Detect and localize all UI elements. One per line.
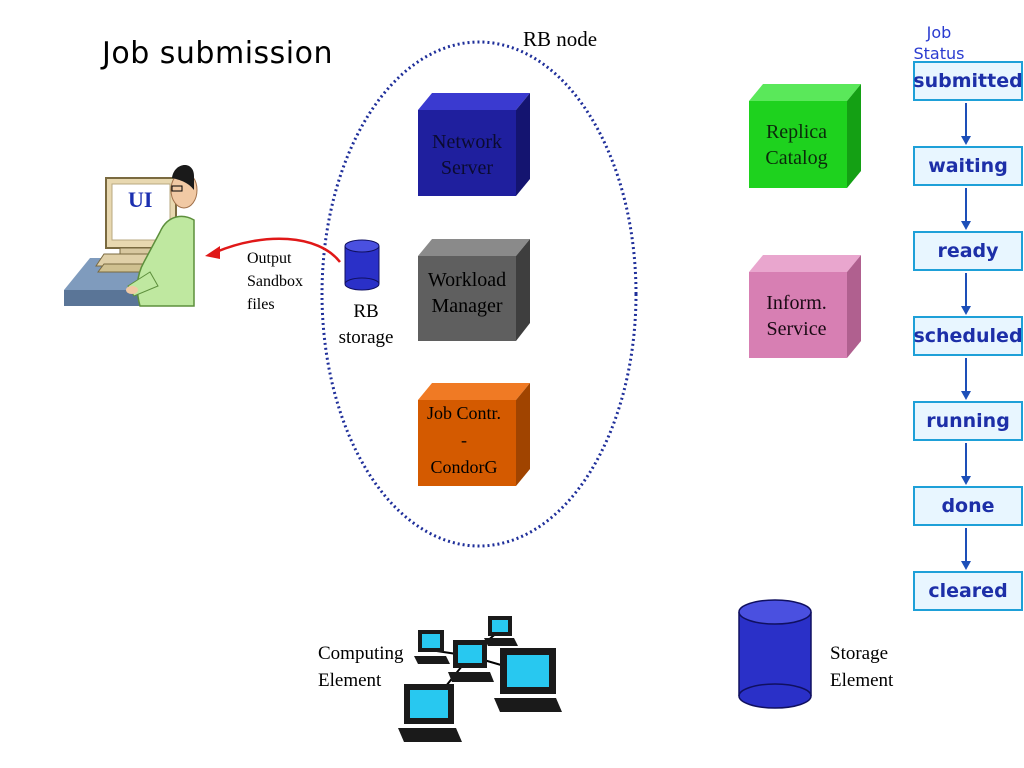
replica-catalog-label-line2: Catalog: [765, 147, 828, 169]
computing-element-label: Computing Element: [318, 640, 404, 694]
workload-manager-cube: [418, 239, 530, 341]
job-status-arrows: [961, 103, 971, 570]
job-controller-label-line1: Job Contr.: [426, 403, 501, 423]
workload-manager-label-line2: Manager: [431, 295, 503, 317]
network-server-cube: [418, 93, 530, 196]
ui-label: UI: [128, 187, 153, 212]
job-status-title-line1: Job: [926, 23, 952, 42]
job-controller-label: Job Contr. - CondorG: [412, 400, 516, 481]
job-controller-label-line3: CondorG: [430, 457, 498, 477]
replica-catalog-label-line1: Replica: [765, 121, 828, 143]
storage-element-cylinder: [738, 599, 812, 709]
information-service-label-line2: Service: [766, 318, 827, 340]
status-ready: ready: [913, 231, 1023, 271]
output-sandbox-label-line1: Output: [247, 250, 292, 267]
rb-node-label: RB node: [523, 27, 598, 51]
status-running: running: [913, 401, 1023, 441]
network-server-label-line1: Network: [432, 131, 502, 153]
replica-catalog-label: Replica Catalog: [749, 119, 844, 171]
storage-element-label: Storage Element: [830, 640, 893, 694]
information-service-label-line1: Inform.: [766, 292, 827, 314]
ui-workstation-illustration: [64, 164, 198, 307]
workload-manager-label: Workload Manager: [412, 267, 522, 319]
job-status-title-line2: Status: [913, 44, 965, 62]
status-submitted: submitted: [913, 61, 1023, 101]
computing-element-label-line1: Computing: [318, 643, 404, 664]
computing-element-label-line2: Element: [318, 670, 382, 691]
storage-element-label-line1: Storage: [830, 643, 889, 664]
output-sandbox-arrow: [205, 237, 341, 263]
replica-catalog-cube: [749, 84, 861, 188]
computing-element-network: [398, 616, 562, 742]
job-controller-label-line2: -: [461, 430, 467, 450]
storage-element-label-line2: Element: [830, 670, 894, 691]
workload-manager-label-line1: Workload: [427, 269, 507, 291]
rb-storage-cylinder: [344, 239, 380, 291]
information-service-cube: [749, 255, 861, 358]
rb-storage-label: RB storage: [326, 299, 406, 351]
status-cleared: cleared: [913, 571, 1023, 611]
network-server-label: Network Server: [418, 129, 516, 181]
output-sandbox-label: Output Sandbox files: [247, 247, 303, 316]
status-scheduled: scheduled: [913, 316, 1023, 356]
status-waiting: waiting: [913, 146, 1023, 186]
output-sandbox-label-line3: files: [247, 296, 275, 313]
rb-storage-label-line2: storage: [338, 327, 394, 348]
rb-storage-label-line1: RB: [353, 301, 379, 322]
job-status-title: Job Status: [904, 22, 974, 62]
information-service-label: Inform. Service: [749, 290, 844, 342]
network-server-label-line2: Server: [440, 157, 494, 179]
rb-node-ellipse: [320, 40, 638, 548]
status-done: done: [913, 486, 1023, 526]
output-sandbox-label-line2: Sandbox: [247, 273, 303, 290]
slide-title: Job submission: [102, 36, 333, 71]
job-controller-cube: [418, 383, 530, 486]
